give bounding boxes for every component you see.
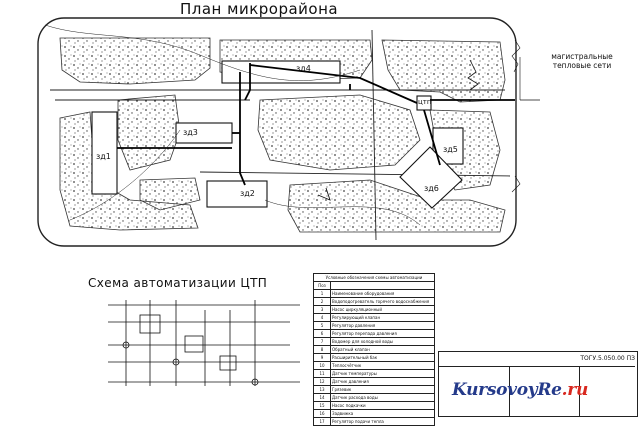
legend-row-number: 12 (313, 377, 331, 386)
building-label-6: зд6 (424, 184, 439, 193)
utility-lines (44, 24, 421, 226)
ctp-label: цтп (418, 98, 432, 106)
legend-header: Условные обозначения схемы автоматизации (313, 273, 435, 282)
legend-row-text: Датчик расхода воды (330, 393, 435, 402)
legend-row-text: Регулятор давления (330, 321, 435, 330)
legend-row-text: Расширительный бак (330, 353, 435, 362)
legend-row-number: 1 (313, 289, 331, 298)
buildings (91, 60, 464, 209)
drawing-code: ТОГУ.5.050.00 ПЗ (580, 355, 635, 362)
legend-row-number: 16 (313, 409, 331, 418)
legend-table: Условные обозначения схемы автоматизации… (313, 273, 435, 426)
legend-row-number: 4 (313, 313, 331, 322)
legend-row-text: Наименование оборудования (330, 289, 435, 298)
legend-row-text: Обратный клапан (330, 345, 435, 354)
legend-row-number: 3 (313, 305, 331, 314)
building-label-2: зд2 (240, 189, 255, 198)
building-6 (399, 146, 463, 209)
legend-row-number: 7 (313, 337, 331, 346)
legend-row-number: 14 (313, 393, 331, 402)
legend-row-number: 6 (313, 329, 331, 338)
legend-row-number: 9 (313, 353, 331, 362)
legend-row-number: 11 (313, 369, 331, 378)
legend-row-text: Датчик температуры (330, 369, 435, 378)
legend-row-text: Регулирующий клапан (330, 313, 435, 322)
building-label-5: зд5 (443, 145, 458, 154)
building-4 (221, 60, 341, 84)
legend-row-number: 15 (313, 401, 331, 410)
legend-row-text: Грязевик (330, 385, 435, 394)
heat-network-label: магистральные тепловые сети (551, 52, 613, 70)
legend-row-text: Водомер для холодной воды (330, 337, 435, 346)
scheme-title: Схема автоматизации ЦТП (88, 276, 268, 290)
legend-col-pos: Поз (313, 281, 331, 290)
block-boundary (37, 17, 517, 247)
legend-row-text: Насос подкачки (330, 401, 435, 410)
legend-row-text: Водоподогреватель горячего водоснабжения (330, 297, 435, 306)
building-label-4: зд4 (296, 64, 311, 73)
break-line (511, 39, 521, 73)
legend-row-text: Теплосчётчик (330, 361, 435, 370)
legend-row-number: 5 (313, 321, 331, 330)
roads (50, 29, 511, 241)
legend-row-number: 8 (313, 345, 331, 354)
legend-row-number: 10 (313, 361, 331, 370)
legend-row-text: Задвижка (330, 409, 435, 418)
star-icon (467, 59, 479, 91)
legend-row-text: Регулятор перепада давления (330, 329, 435, 338)
plan-title: План микрорайона (180, 0, 339, 18)
title-block: ТОГУ.5.050.00 ПЗ (438, 351, 638, 417)
legend-row-text: Датчик давления (330, 377, 435, 386)
building-label-3: зд3 (183, 128, 198, 137)
legend-row-text: Насос циркуляционный (330, 305, 435, 314)
legend-row-number: 2 (313, 297, 331, 306)
building-2 (206, 180, 268, 208)
building-1 (91, 111, 118, 195)
legend-row-number: 13 (313, 385, 331, 394)
heat-network (117, 63, 515, 186)
watermark-logo: KursovoyRe.ru (452, 380, 589, 400)
building-label-1: зд1 (96, 152, 111, 161)
automation-scheme (108, 300, 300, 386)
